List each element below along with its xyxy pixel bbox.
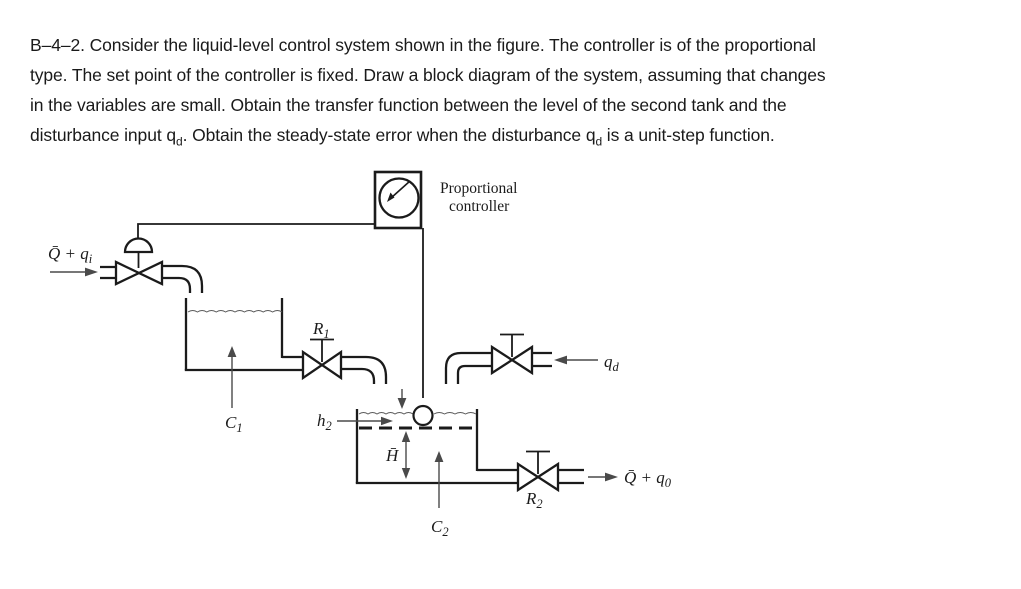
qd-arrowhead xyxy=(554,355,567,365)
problem-line-4-text: disturbance input q xyxy=(30,125,176,145)
controller-label-line2: controller xyxy=(449,198,510,215)
qd-label-base: q xyxy=(604,352,613,371)
problem-statement: B–4–2. Consider the liquid-level control… xyxy=(30,30,1005,150)
h2-label-sub: 2 xyxy=(326,419,332,433)
h2-arrowhead xyxy=(381,416,393,426)
inflow-to-tank2-arrowhead xyxy=(397,398,407,409)
valve-r2-assembly: R2 Q̄ + q0 xyxy=(477,450,672,511)
controller-needle xyxy=(390,180,411,199)
float-icon xyxy=(412,404,434,427)
problem-line-2: type. The set point of the controller is… xyxy=(30,65,826,85)
outflow-label-base: Q̄ + q xyxy=(624,468,665,487)
r1-label-sub: 1 xyxy=(323,327,329,341)
r2-label-sub: 2 xyxy=(536,497,542,511)
c1-label: C1 xyxy=(225,413,243,435)
hbar-arrowhead-bottom xyxy=(401,468,411,479)
r1-discharge-pipe-elbow xyxy=(341,355,388,384)
qd-valve-icon xyxy=(490,344,534,376)
qd-label: qd xyxy=(604,352,620,374)
problem-line-4: disturbance input qd. Obtain the steady-… xyxy=(30,120,1005,150)
valve-r2-handle-icon xyxy=(526,450,550,474)
c1-label-base: C xyxy=(225,413,237,432)
tank1-water-surface xyxy=(187,310,283,313)
valve-r2-icon xyxy=(516,461,560,493)
problem-line-3: in the variables are small. Obtain the t… xyxy=(30,95,787,115)
tank2-water-surface-left xyxy=(358,412,414,415)
valve-actuator-dome-icon xyxy=(123,237,154,254)
c2-arrowhead xyxy=(434,451,444,462)
qd-pipe-right xyxy=(532,351,552,368)
controller-dial-icon xyxy=(378,177,420,219)
outflow-label-sub: 0 xyxy=(665,476,672,490)
tank-2: h2 H̄ C2 xyxy=(317,389,520,539)
inflow-label-base: Q̄ + q xyxy=(48,244,89,263)
qd-inlet-pipe-elbow xyxy=(444,351,466,384)
outflow-pipe xyxy=(558,468,584,485)
r1-label-base: R xyxy=(312,319,324,338)
r2-label: R2 xyxy=(525,489,543,511)
problem-line-1: B–4–2. Consider the liquid-level control… xyxy=(30,35,816,55)
r1-label: R1 xyxy=(312,319,330,341)
inflow-pipe xyxy=(100,265,115,280)
outflow-arrowhead xyxy=(605,472,618,482)
controller-box xyxy=(373,170,423,230)
disturbance-qd-assembly: qd xyxy=(444,333,620,384)
hbar-label: H̄ xyxy=(385,446,400,465)
inflow-label: Q̄ + qi xyxy=(48,244,93,266)
c2-label-base: C xyxy=(431,517,443,536)
hbar-arrowhead-top xyxy=(401,431,411,442)
inflow-label-sub: i xyxy=(89,252,93,266)
controller-label-line1: Proportional xyxy=(440,180,518,197)
h2-label-base: h xyxy=(317,411,326,430)
qd-pipe-left xyxy=(461,351,494,368)
inflow-discharge-pipe-elbow xyxy=(162,264,204,293)
c2-label-sub: 2 xyxy=(442,525,448,539)
valve-r1-handle-icon xyxy=(310,338,334,362)
problem-line-4-text: . Obtain the steady-state error when the… xyxy=(182,125,596,145)
qd-valve-handle-icon xyxy=(500,333,524,357)
tank2-water-surface-right xyxy=(433,412,477,415)
outflow-label: Q̄ + q0 xyxy=(624,468,672,490)
qd-label-sub: d xyxy=(613,360,620,374)
controller-signal-lines xyxy=(137,223,424,398)
tank-1: C1 xyxy=(184,298,305,435)
r2-label-base: R xyxy=(525,489,537,508)
c2-label: C2 xyxy=(431,517,449,539)
proportional-controller: Proportional controller xyxy=(373,170,518,230)
c1-label-sub: 1 xyxy=(236,421,242,435)
inflow-control-valve-assembly: Q̄ + qi xyxy=(48,237,204,293)
qd-subscript: d xyxy=(175,134,183,149)
control-valve-icon xyxy=(114,260,164,286)
c1-arrowhead xyxy=(227,346,237,357)
qd-subscript: d xyxy=(595,134,603,149)
h2-label: h2 xyxy=(317,411,332,433)
problem-line-4-text: is a unit-step function. xyxy=(602,125,775,145)
controller-needle-arrowhead xyxy=(387,192,395,202)
valve-r1-assembly: R1 xyxy=(282,319,388,384)
valve-r1-icon xyxy=(301,349,343,381)
inflow-arrowhead xyxy=(85,267,98,277)
controller-to-valve-signal-line xyxy=(137,223,375,239)
